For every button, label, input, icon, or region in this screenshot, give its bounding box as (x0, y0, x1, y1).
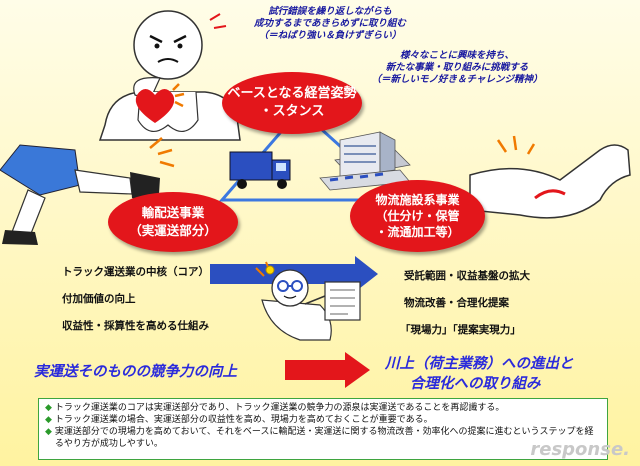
left-item: トラック運送業の中核（コア） (62, 266, 209, 278)
summary-row: ◆ トラック運送業の場合、実運送部分の収益性を高め、現場力を高めておくことが重要… (45, 414, 601, 426)
summary-box: ◆ トラック運送業のコアは実運送部分であり、トラック運送業の競争力の源泉は実運送… (38, 398, 608, 460)
summary-row: ◆ トラック運送業のコアは実運送部分であり、トラック運送業の競争力の源泉は実運送… (45, 402, 601, 414)
flexing-arm-illustration (469, 135, 631, 219)
note-top: 試行錯誤を繰り返しながらも 成功するまであきらめずに取り組む （＝ねばり強い＆負… (240, 6, 420, 42)
bottom-right-heading-line2: 合理化への取り組み (410, 376, 541, 392)
right-item: 「現場力」「提案実現力」 (400, 324, 521, 336)
bullet-icon: ◆ (45, 415, 52, 425)
note-right-line: （＝新しいモノ好き＆チャレンジ精神） (371, 74, 543, 85)
ellipse-base-line: ・スタンス (259, 104, 325, 119)
left-item: 付加価値の向上 (62, 293, 136, 305)
summary-text: トラック運送業の場合、実運送部分の収益性を高め、現場力を高めておくことが重要であ… (54, 415, 433, 425)
note-right-line: 新たな事業・取り組みに挑戦する (385, 62, 529, 73)
bottom-arrow (285, 352, 370, 388)
presenter-illustration (255, 261, 361, 341)
bullet-icon: ◆ (45, 427, 52, 437)
right-item: 受託範囲・収益基盤の拡大 (404, 270, 530, 282)
warehouse-icon (319, 131, 411, 191)
right-item: 物流改善・合理化提案 (404, 297, 509, 309)
note-right-line: 様々なことに興味を持ち、 (399, 50, 514, 61)
truck-icon (229, 151, 291, 189)
ellipse-transport: 輸配送事業 （実運送部分） (108, 192, 238, 252)
bullet-icon: ◆ (45, 403, 52, 413)
left-item: 収益性・採算性を高める仕組み (62, 320, 209, 332)
ellipse-facility: 物流施設系事業 （仕分け・保管 ・流通加工等） (350, 180, 485, 252)
ellipse-base-stance: ベースとなる経営姿勢 ・スタンス (222, 72, 362, 134)
ellipse-facility-line: ・流通加工等） (375, 225, 460, 239)
note-top-line: （＝ねばり強い＆負けずぎらい） (258, 30, 402, 41)
summary-text: 実運送部分での現場力を高めておいて、それをベースに輸配送・実運送に関する物流改善… (54, 427, 594, 449)
angry-person-illustration (98, 10, 241, 141)
ellipse-transport-line: （実運送部分） (129, 223, 217, 238)
ellipse-facility-line: 物流施設系事業 (375, 193, 460, 207)
summary-row: ◆ 実運送部分での現場力を高めておいて、それをベースに輸配送・実運送に関する物流… (45, 426, 601, 450)
ellipse-facility-line: （仕分け・保管 (375, 209, 460, 223)
note-right: 様々なことに興味を持ち、 新たな事業・取り組みに挑戦する （＝新しいモノ好き＆チ… (352, 50, 562, 86)
watermark-logo: response. (530, 439, 630, 460)
bottom-right-heading-line1: 川上（荷主業務）への進出と (385, 356, 574, 372)
note-top-line: 成功するまであきらめずに取り組む (254, 18, 406, 29)
note-top-line: 試行錯誤を繰り返しながらも (268, 6, 392, 17)
ellipse-base-line: ベースとなる経営姿勢 (227, 86, 357, 101)
bottom-left-heading: 実運送そのものの競争力の向上 (34, 364, 237, 380)
ellipse-transport-line: 輸配送事業 (141, 205, 205, 220)
summary-text: トラック運送業のコアは実運送部分であり、トラック運送業の競争力の源泉は実運送であ… (54, 403, 505, 413)
